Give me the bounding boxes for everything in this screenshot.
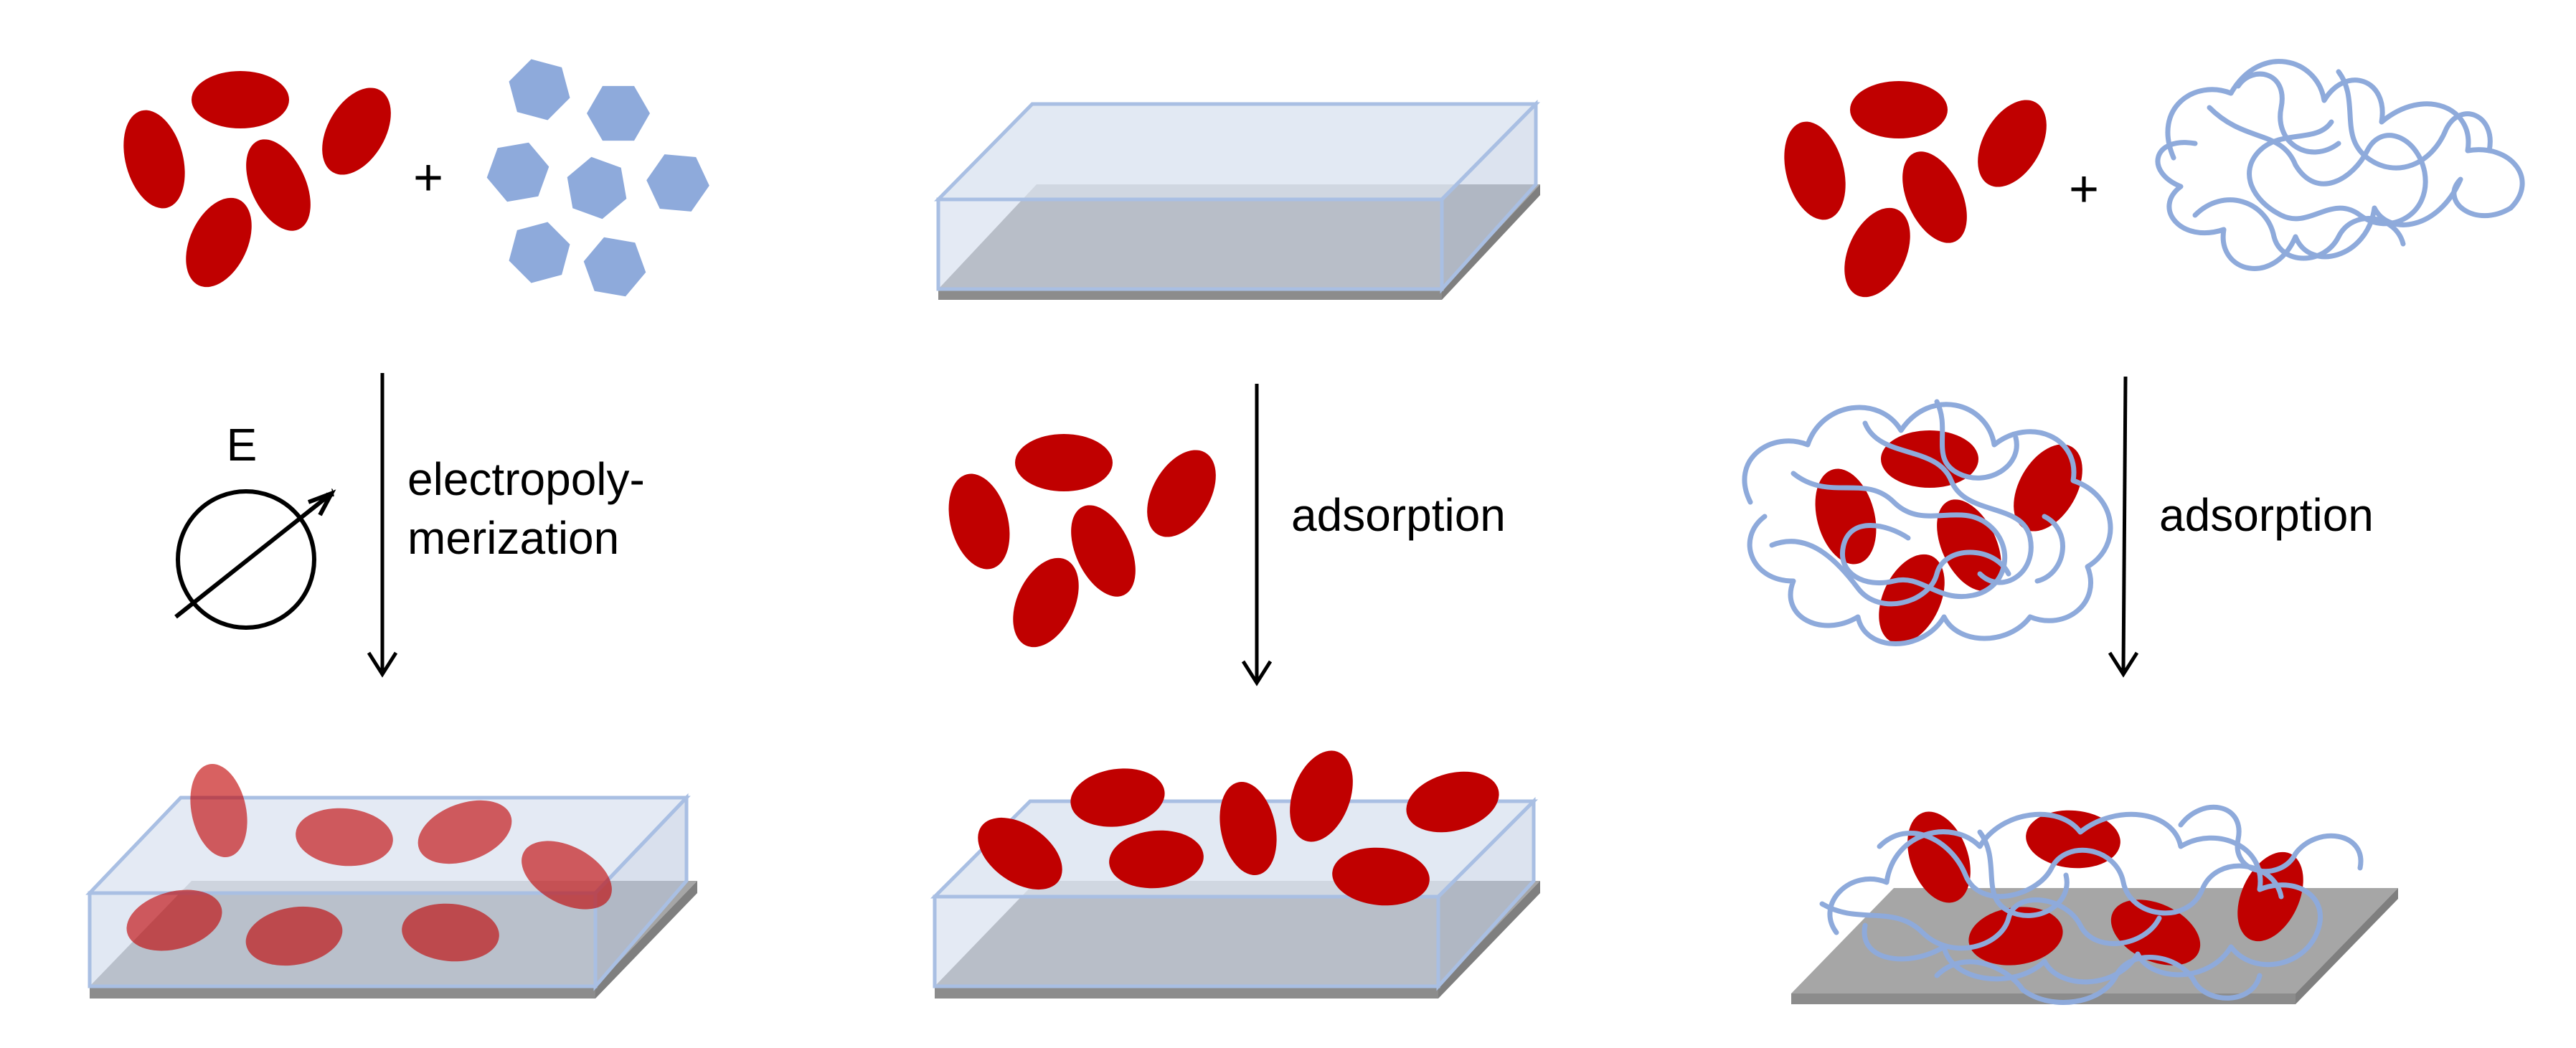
enzyme-icon [402, 903, 499, 962]
polymer-film-side [1436, 796, 1536, 991]
arrowhead-icon [2108, 651, 2139, 678]
monomer-hexagon-icon [509, 222, 570, 283]
enzyme-icon [246, 139, 311, 231]
enzyme-cluster [948, 434, 1216, 648]
electrode-with-polymer-film [85, 763, 697, 999]
enzyme-icon [417, 800, 512, 864]
enzyme-icon [1902, 151, 1967, 243]
electrode-with-adsorbed-complex [1791, 804, 2398, 1005]
panel-electropolymerization: + E electropoly- merization [85, 59, 709, 999]
enzyme-icon [1013, 557, 1079, 648]
enzyme-icon [1015, 434, 1113, 491]
monomer-hexagon-icon [646, 154, 709, 212]
enzyme-icon [1147, 450, 1216, 537]
enzyme-icon [978, 817, 1062, 890]
arrowhead-icon [1241, 660, 1273, 686]
enzyme-icon [2014, 444, 2082, 532]
electrode-edge [935, 986, 1438, 999]
monomer-hexagon-icon [587, 85, 650, 141]
panel-adsorption-film: adsorption [930, 99, 1540, 999]
plus-sign: + [2069, 161, 2099, 218]
arrowhead-icon [367, 651, 398, 678]
step-label: adsorption [1291, 489, 1506, 541]
enzyme-icon [1968, 907, 2063, 966]
polymer-film-front [936, 197, 1444, 291]
enzyme-icon [2110, 900, 2201, 966]
step-label-line2: merization [407, 512, 619, 564]
enzyme-icon [1109, 830, 1204, 889]
enzyme-polymer-complex [1742, 399, 2113, 646]
enzyme-icon [245, 906, 343, 966]
monomer-cluster [486, 59, 709, 297]
electrode-edge [90, 986, 595, 999]
electrode-with-adsorbed-enzymes [930, 750, 1540, 999]
monomer-hexagon-icon [486, 142, 549, 202]
electrode-with-polymer-film [934, 99, 1540, 300]
polymer-film-front [933, 894, 1440, 988]
enzyme-icon [1071, 505, 1136, 597]
enzyme-icon [2237, 851, 2303, 942]
enzyme-icon [1844, 207, 1910, 298]
step-label: adsorption [2159, 489, 2374, 541]
polymer-film-side [1440, 99, 1538, 294]
step-label-line1: electropoly- [407, 453, 645, 505]
polymer-film-top [934, 102, 1540, 202]
enzyme-icon [1290, 750, 1353, 842]
enzyme-icon [1070, 768, 1165, 827]
enzyme-icon [1850, 81, 1948, 138]
enzyme-icon [1406, 771, 1499, 833]
enzyme-icon [190, 763, 247, 858]
enzyme-icon [1332, 847, 1430, 906]
enzyme-icon [123, 110, 185, 209]
polymer-coil-icon [2155, 59, 2525, 271]
enzyme-icon [948, 473, 1010, 570]
plus-sign: + [413, 149, 443, 207]
process-arrow [2121, 376, 2128, 671]
enzyme-icon [322, 88, 391, 175]
monomer-hexagon-icon [509, 59, 570, 121]
enzyme-icon [192, 71, 289, 128]
enzyme-icon [1978, 100, 2047, 187]
enzyme-cluster [123, 71, 391, 288]
enzyme-cluster [1784, 81, 2047, 298]
monomer-hexagon-icon [583, 237, 646, 297]
enzyme-icon [186, 197, 252, 288]
enzyme-icon [522, 841, 612, 910]
potential-label: E [227, 419, 258, 471]
potentiostat-icon [174, 491, 336, 630]
enzyme-icon [1784, 121, 1846, 220]
enzyme-icon [126, 889, 222, 951]
panel-adsorption-complex: + [1742, 59, 2525, 1005]
electrode-edge [938, 289, 1442, 300]
monomer-hexagon-icon [567, 156, 627, 219]
polymer-film-side [593, 793, 689, 991]
enzyme-icon [1815, 468, 1877, 565]
enzyme-icon [296, 808, 393, 867]
enzyme-icon [1219, 781, 1277, 876]
